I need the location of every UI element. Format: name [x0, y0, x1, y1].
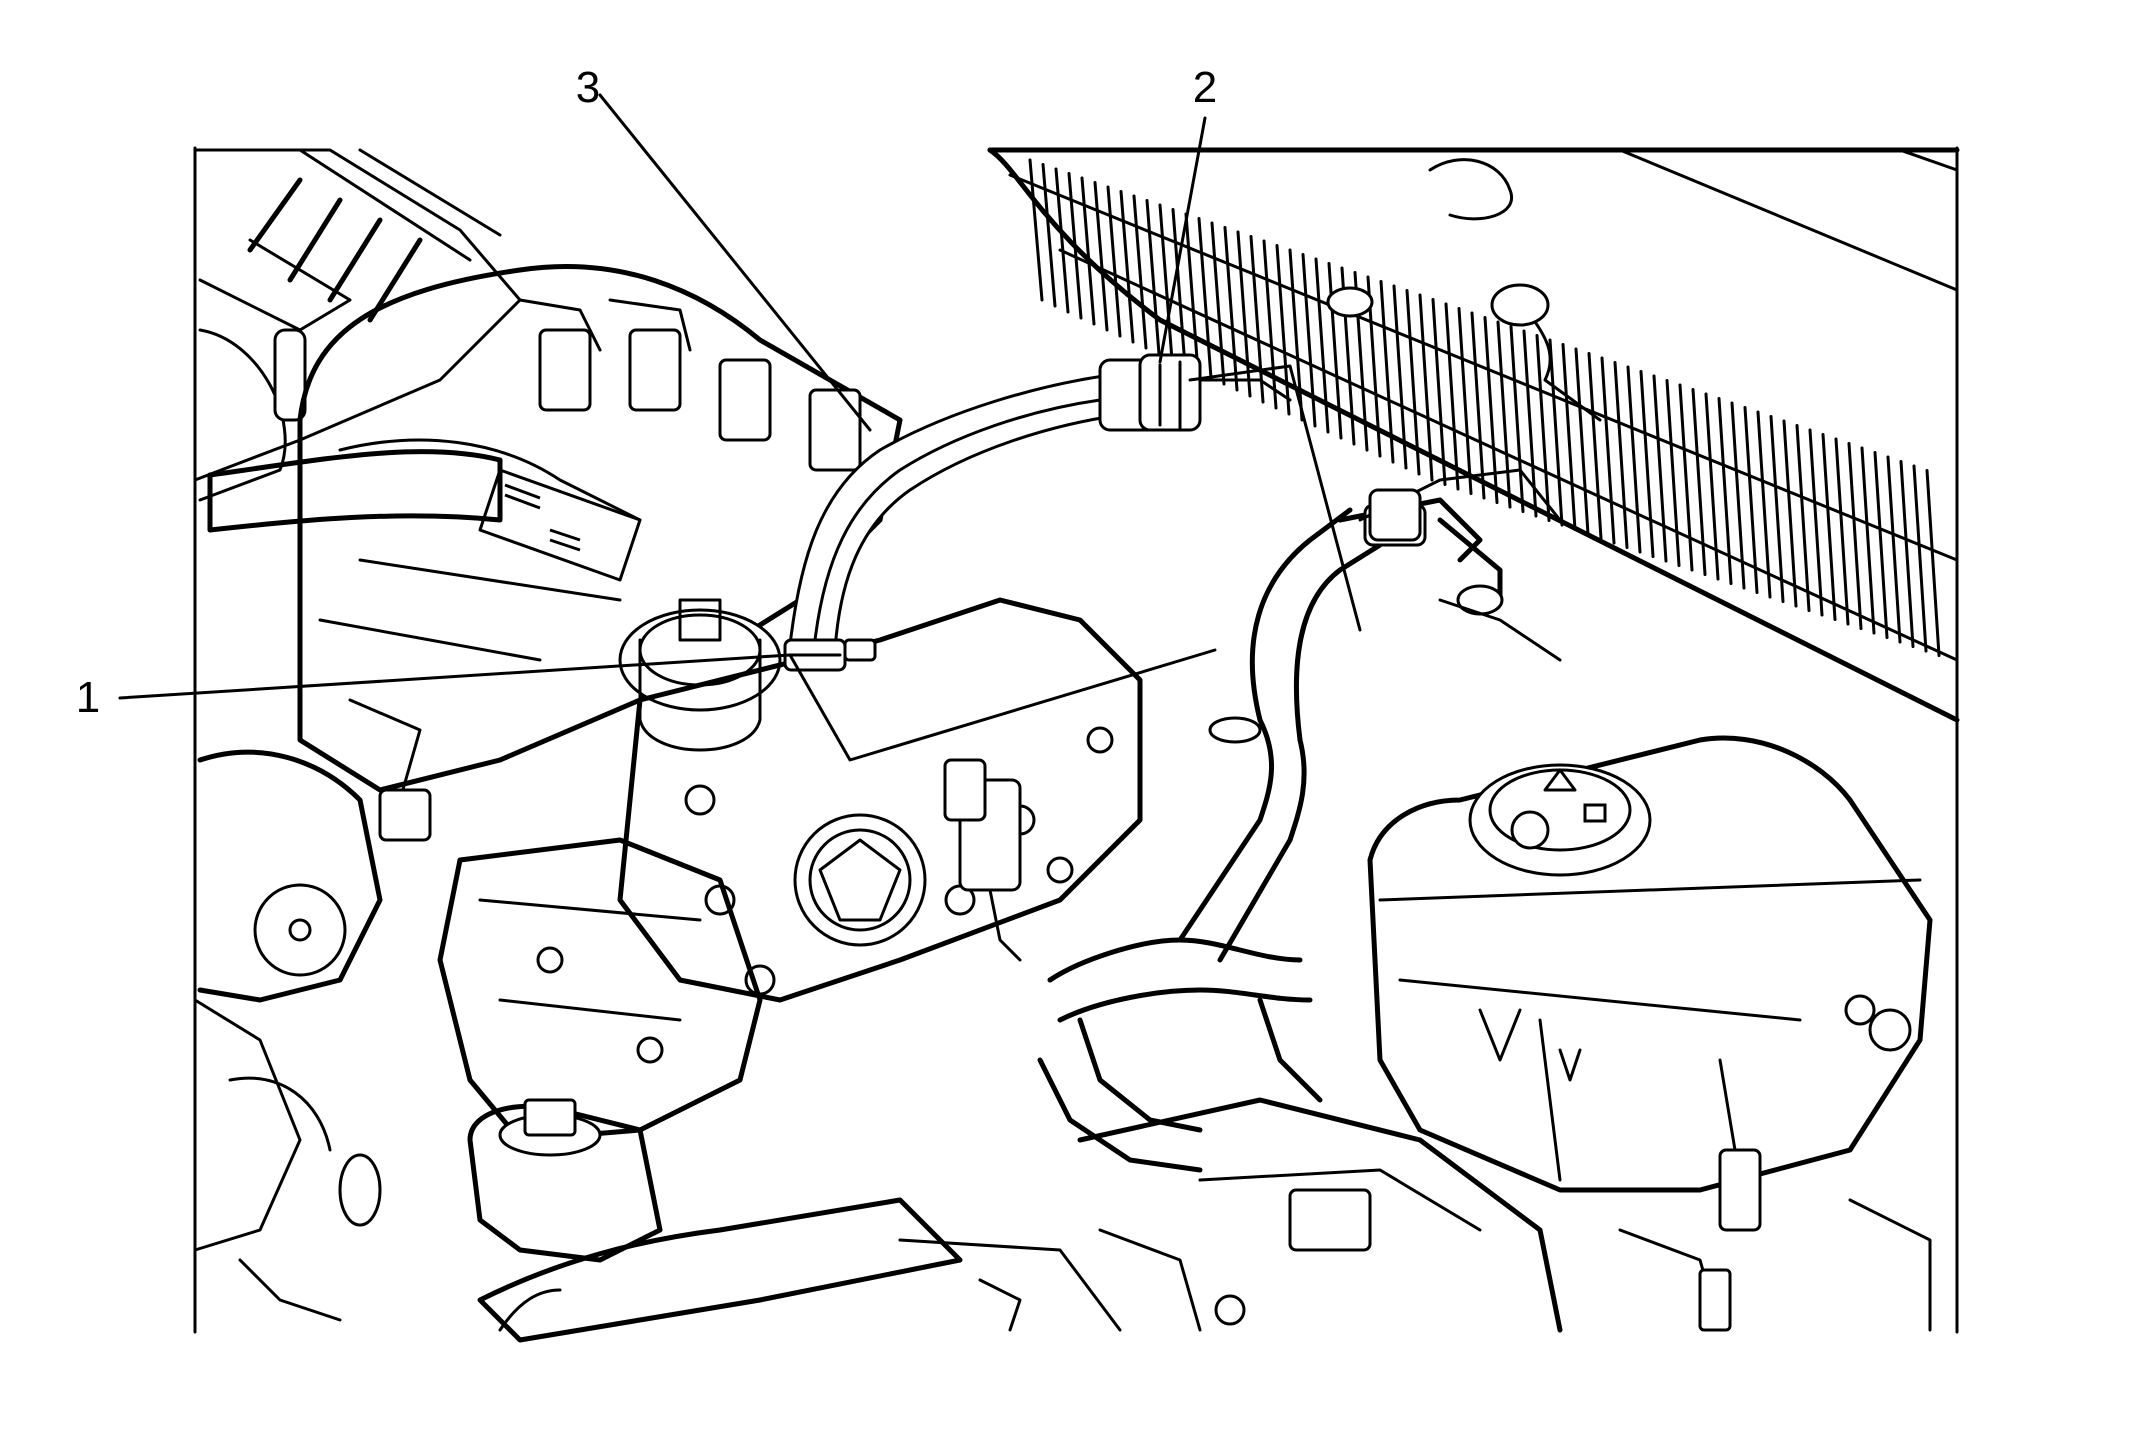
sensor-connector	[943, 758, 1022, 962]
grille-rib	[1795, 424, 1811, 612]
grille-rib	[1327, 262, 1343, 440]
grille-rib	[1405, 289, 1421, 476]
grille-rib	[1886, 455, 1902, 644]
grille-rib	[1808, 428, 1824, 617]
grille-rib	[1691, 388, 1707, 576]
grille-rib	[1613, 361, 1629, 549]
grille-rib	[1717, 397, 1733, 585]
oil-filler-cap	[618, 598, 782, 752]
grille-rib	[1782, 419, 1798, 608]
grille-rib	[1561, 343, 1577, 531]
intake-manifold	[437, 837, 963, 1343]
grille-rib	[1197, 217, 1213, 380]
grille-rib	[1769, 415, 1785, 603]
grille-rib	[1028, 158, 1044, 302]
grille-rib	[1873, 451, 1889, 639]
grille-rib	[1262, 239, 1278, 410]
engine-block	[617, 597, 1143, 1003]
right-side-components	[1358, 468, 1932, 1332]
grille-rib	[1080, 176, 1096, 326]
throttle-body	[197, 698, 432, 1003]
grille-rib	[1847, 442, 1863, 630]
grille-rib	[1379, 280, 1395, 464]
lower-transaxle	[898, 1097, 1563, 1333]
grille-rib	[1574, 347, 1590, 536]
grille-rib	[1548, 338, 1564, 527]
grille-rib	[1639, 370, 1655, 558]
grille-rib	[1834, 437, 1850, 626]
grille-rib	[1509, 325, 1525, 513]
grille-rib	[1158, 203, 1174, 362]
leader-lines	[118, 93, 1362, 762]
callout-3-label: 3	[576, 63, 600, 112]
grille-rib	[1431, 298, 1447, 486]
reservoir-cap	[1468, 763, 1652, 877]
grille-rib	[1665, 379, 1681, 567]
grille-rib	[1145, 199, 1161, 356]
lower-left-bracket	[193, 998, 382, 1322]
grille-rib	[1288, 248, 1304, 422]
grille-rib	[1106, 185, 1122, 338]
grille-rib	[1756, 410, 1772, 599]
grille-rib	[1743, 406, 1759, 594]
grille-rib	[1171, 208, 1187, 368]
grille-rib	[1652, 374, 1668, 563]
grille-rib	[1314, 257, 1330, 434]
grille-rib	[1249, 235, 1265, 404]
callout-labels: 1 2 3	[76, 63, 1217, 722]
grille-rib	[1730, 401, 1746, 590]
grille-rib	[1067, 172, 1083, 320]
grille-rib	[1041, 163, 1057, 308]
valve-cover	[297, 264, 903, 793]
coolant-reservoir	[1367, 735, 1933, 1232]
hose-quick-connector	[1098, 353, 1292, 432]
grille-rib	[1860, 446, 1876, 635]
cowl-grille	[987, 147, 1960, 723]
grille-rib	[1496, 320, 1512, 509]
callout-2-label: 2	[1193, 63, 1217, 112]
grille-rib	[1223, 226, 1239, 392]
grille-rib	[1093, 181, 1109, 332]
grille-rib	[1704, 392, 1720, 581]
hose-clamp-lower	[783, 638, 877, 672]
grille-rib	[1678, 383, 1694, 572]
illustration-frame	[193, 146, 1959, 1334]
grille-rib	[1275, 244, 1291, 416]
grille-rib	[1821, 433, 1837, 621]
grille-rib	[1899, 460, 1915, 648]
grille-rib	[1925, 469, 1941, 657]
label-plate	[478, 468, 642, 582]
ignition-coils	[518, 298, 862, 472]
grille-rib	[1535, 334, 1551, 522]
grille-rib	[1210, 221, 1226, 386]
grille-rib	[1301, 253, 1317, 428]
grille-rib	[1236, 230, 1252, 398]
grille-rib	[1392, 284, 1408, 470]
callout-1-label: 1	[76, 673, 100, 722]
air-intake-housing	[193, 148, 522, 533]
grille-rib	[1457, 307, 1473, 495]
grille-rib	[1132, 194, 1148, 350]
grille-rib	[1600, 356, 1616, 545]
heater-hose-assembly	[783, 353, 1292, 672]
oil-filter-housing	[467, 1098, 663, 1263]
grille-rib	[1470, 311, 1486, 500]
grille-rib	[1444, 302, 1460, 491]
grille-rib	[1626, 365, 1642, 554]
grille-rib	[1418, 293, 1434, 482]
grille-rib	[1912, 464, 1928, 653]
grille-rib	[1184, 212, 1200, 374]
grille-rib	[1054, 167, 1070, 314]
grille-rib	[1119, 190, 1135, 344]
grille-rib	[1587, 352, 1603, 540]
coolant-hoses	[1037, 497, 1504, 1173]
